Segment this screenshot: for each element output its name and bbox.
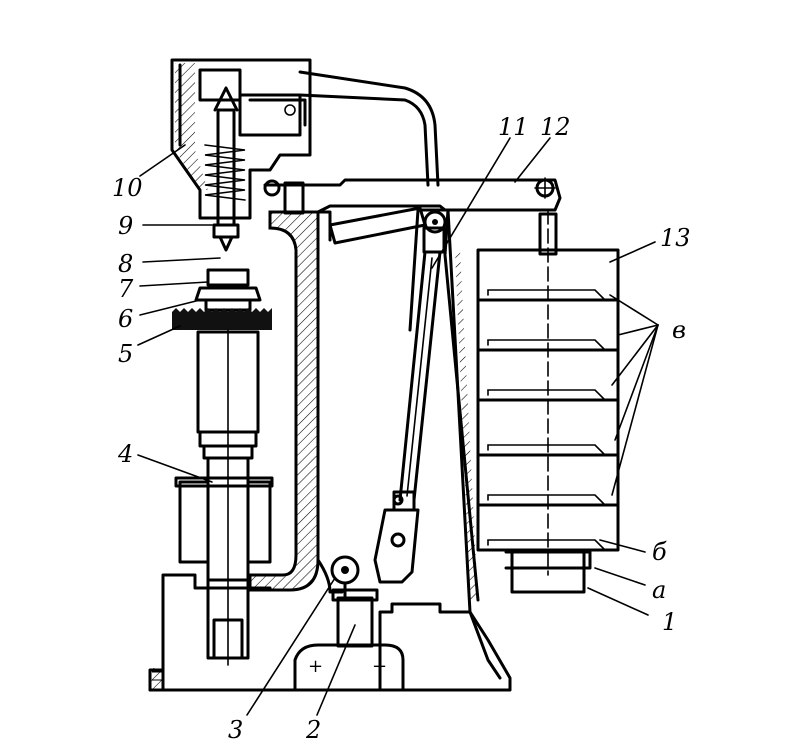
foundation-block-2: + + [293, 643, 405, 692]
svg-text:+: + [372, 656, 387, 677]
lever-12 [263, 177, 562, 245]
label-a: а [652, 576, 666, 604]
magazine-13 [476, 209, 620, 576]
label-12: 12 [540, 113, 571, 141]
label-13: 13 [660, 224, 691, 252]
label-4: 4 [117, 440, 133, 468]
label-7: 7 [118, 275, 134, 303]
svg-text:+: + [308, 656, 323, 677]
label-3: 3 [228, 716, 243, 744]
label-2: 2 [305, 716, 321, 744]
label-b: б [652, 538, 667, 566]
label-1: 1 [662, 608, 677, 636]
label-10: 10 [112, 174, 143, 202]
shaft-4 [174, 456, 274, 660]
punch-8 [212, 223, 240, 252]
label-8: 8 [118, 250, 133, 278]
connecting-rod-11 [373, 226, 446, 584]
disk-6 [194, 286, 262, 312]
gear-5 [172, 308, 272, 330]
label-6: 6 [118, 305, 133, 333]
machine-base [148, 573, 512, 692]
column-casting [248, 210, 344, 594]
drive-unit-3 [330, 555, 379, 648]
label-9: 9 [118, 212, 133, 240]
label-v: в [672, 316, 686, 344]
head-housing-10 [170, 58, 440, 227]
label-11: 11 [498, 113, 529, 141]
leader-lines [137, 137, 659, 716]
table-plate-7 [206, 268, 250, 287]
base-plate-1 [504, 550, 592, 594]
part-labels: 10 9 8 7 6 5 4 11 12 13 в б а 1 3 2 [112, 113, 691, 744]
label-5: 5 [118, 340, 133, 368]
